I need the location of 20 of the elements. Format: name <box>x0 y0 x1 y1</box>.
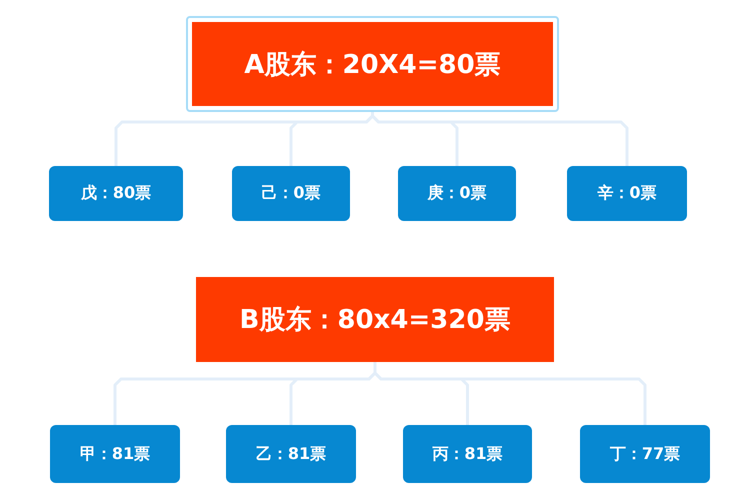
vote-box <box>398 166 516 221</box>
shareholder-box <box>186 16 559 112</box>
vote-label: 丁：77票 <box>610 444 680 464</box>
vote-label: 庚：0票 <box>427 183 487 204</box>
vote-box <box>567 166 687 221</box>
vote-label: 辛：0票 <box>597 183 657 204</box>
vote-label: 己：0票 <box>261 183 321 204</box>
vote-box <box>49 166 183 221</box>
vote-label: 丙：81票 <box>432 444 503 464</box>
vote-label: 乙：81票 <box>256 444 326 464</box>
vote-box <box>580 425 710 483</box>
vote-box <box>232 166 350 221</box>
vote-box <box>403 425 532 483</box>
shareholder-label: A股东：20X4=80票 <box>244 48 501 82</box>
vote-box <box>226 425 356 483</box>
vote-box <box>50 425 180 483</box>
shareholder-label: B股东：80x4=320票 <box>240 304 510 337</box>
shareholder-box <box>196 277 554 362</box>
vote-label: 甲：81票 <box>80 444 150 464</box>
vote-label: 戊：80票 <box>80 183 152 204</box>
